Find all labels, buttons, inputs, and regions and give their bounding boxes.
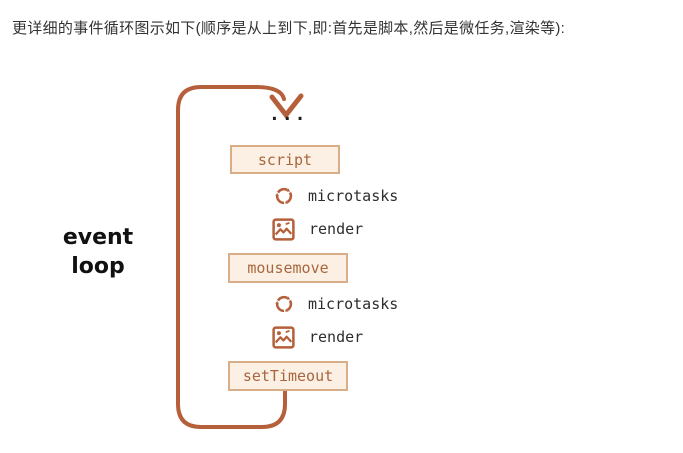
- render-row-2: render: [271, 324, 363, 350]
- microtasks-label: microtasks: [308, 294, 399, 313]
- microtasks-label: microtasks: [308, 186, 399, 205]
- render-image-icon: [271, 325, 296, 350]
- render-image-icon: [271, 217, 296, 242]
- render-label: render: [309, 328, 364, 346]
- render-label: render: [309, 220, 364, 238]
- microtasks-cycle-icon: [273, 185, 295, 207]
- microtasks-row-2: microtasks: [273, 292, 398, 315]
- task-box-script-label: script: [257, 150, 313, 169]
- microtasks-cycle-icon: [273, 293, 295, 315]
- microtasks-row-1: microtasks: [273, 184, 398, 207]
- task-box-mousemove-label: mousemove: [247, 259, 329, 277]
- task-box-settimeout-label: setTimeout: [242, 367, 334, 385]
- task-box-script: script: [230, 145, 340, 174]
- render-row-1: render: [271, 216, 363, 242]
- loop-ellipsis: ...: [269, 104, 308, 125]
- task-box-settimeout: setTimeout: [228, 361, 348, 391]
- event-loop-label: event loop: [48, 223, 148, 281]
- task-box-mousemove: mousemove: [228, 253, 348, 283]
- intro-text: 更详细的事件循环图示如下(顺序是从上到下,即:首先是脚本,然后是微任务,渲染等)…: [12, 20, 566, 37]
- event-loop-label-line1: event: [62, 225, 134, 250]
- event-loop-label-line2: loop: [71, 254, 125, 279]
